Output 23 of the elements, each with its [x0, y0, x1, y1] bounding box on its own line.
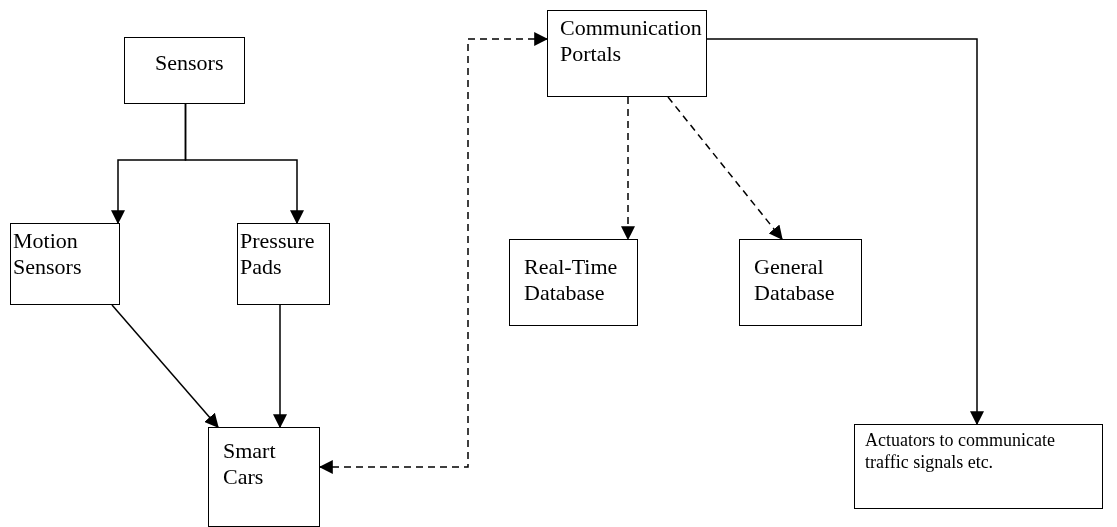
- process-box: [509, 239, 638, 326]
- node-label: Motion Sensors: [13, 228, 83, 281]
- node-label: Pressure Pads: [240, 228, 316, 281]
- arrow: [111, 304, 219, 428]
- node-label: Real-Time Database: [524, 254, 619, 307]
- node-label: General Database: [754, 254, 836, 307]
- arrow: [318, 32, 549, 474]
- node-label: Sensors: [155, 50, 225, 77]
- arrow: [706, 38, 984, 426]
- node-label: Smart Cars: [223, 438, 277, 491]
- process-box: [124, 37, 245, 104]
- process-box: [237, 223, 330, 305]
- process-box: [854, 424, 1103, 509]
- arrow: [273, 304, 287, 429]
- arrow: [184, 103, 304, 225]
- arrow: [667, 96, 783, 240]
- node-label: Communication Portals: [560, 15, 703, 68]
- process-box: [208, 427, 320, 527]
- process-box: [547, 10, 707, 97]
- arrow: [621, 96, 635, 241]
- process-box: [739, 239, 862, 326]
- node-label: Actuators to communicate traffic signals etc.: [865, 430, 1056, 474]
- process-box: [10, 223, 120, 305]
